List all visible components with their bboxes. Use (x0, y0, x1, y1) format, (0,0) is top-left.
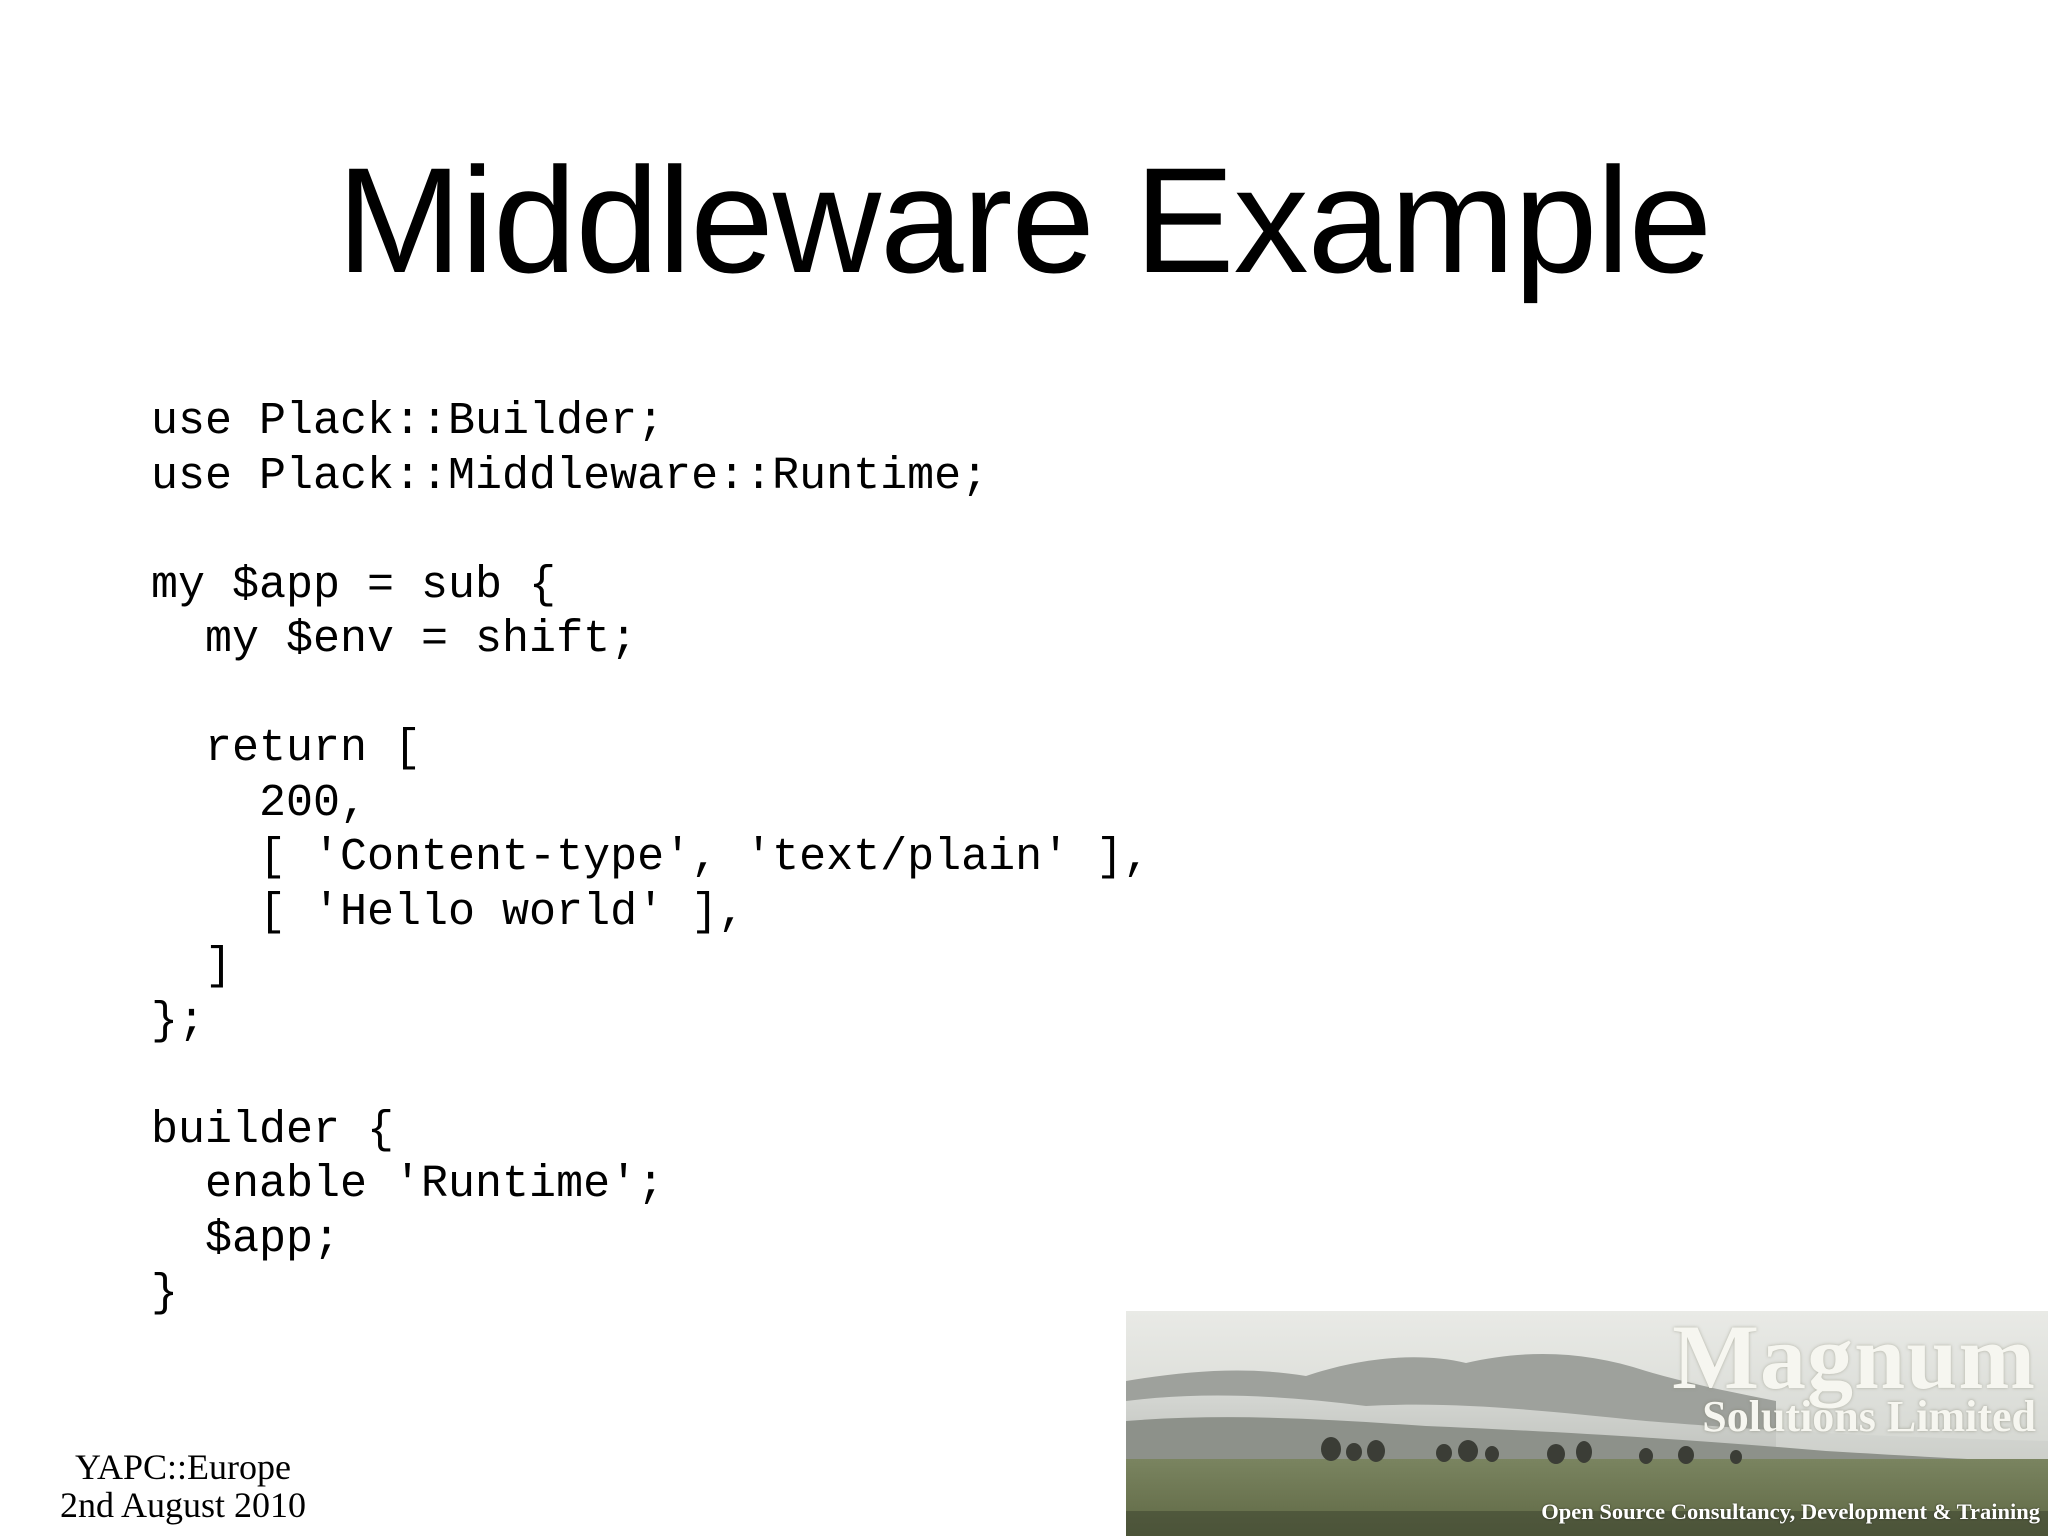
code-line: [ 'Content-type', 'text/plain' ], (151, 832, 1151, 883)
code-line: $app; (151, 1213, 341, 1265)
code-line: my $app = sub { (151, 559, 557, 611)
code-line: builder { (151, 1104, 395, 1156)
code-line: } (151, 1268, 179, 1319)
footer-event-date: 2nd August 2010 (59, 1485, 307, 1525)
company-tagline: Open Source Consultancy, Development & T… (1541, 1499, 2040, 1524)
footer-event-info: YAPC::Europe 2nd August 2010 (28, 1448, 338, 1524)
code-line: 200, (151, 777, 368, 829)
code-line (151, 668, 1150, 723)
code-line: enable 'Runtime'; (151, 1159, 665, 1210)
code-line: return [ (151, 723, 422, 774)
code-line: use Plack::Builder; (151, 396, 665, 447)
company-banner: Magnum Solutions Limited Open Source Con… (1126, 1311, 2048, 1536)
slide-title: Middleware Example (336, 136, 1712, 304)
code-block: use Plack::Builder; use Plack::Middlewar… (151, 395, 1150, 1322)
code-line (151, 1049, 1150, 1104)
company-logo-name: Magnum (1672, 1311, 2036, 1408)
footer-event-name: YAPC::Europe (75, 1447, 291, 1487)
code-line (151, 504, 1150, 559)
company-logo-subtitle: Solutions Limited (1702, 1392, 2036, 1441)
landscape-photo (1126, 1311, 2048, 1536)
code-line: }; (151, 995, 206, 1047)
code-line: [ 'Hello world' ], (151, 886, 746, 938)
code-line: use Plack::Middleware::Runtime; (151, 450, 989, 502)
code-line: ] (151, 941, 233, 992)
code-line: my $env = shift; (151, 614, 638, 665)
